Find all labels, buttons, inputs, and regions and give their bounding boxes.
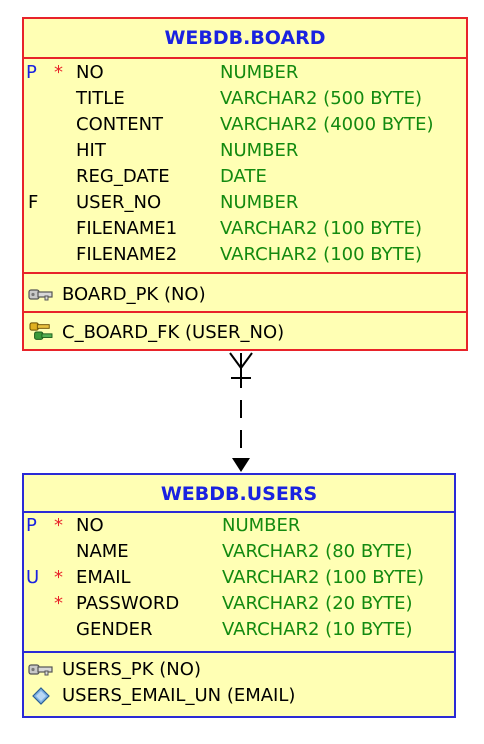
foreign-key-label: C_BOARD_FK (USER_NO) — [62, 322, 285, 343]
column-name: NO — [76, 62, 104, 83]
primary-key-flag: P — [26, 515, 37, 536]
column-type: VARCHAR2 (10 BYTE) — [222, 619, 413, 640]
primary-key-icon — [28, 289, 53, 301]
column-type: VARCHAR2 (100 BYTE) — [220, 218, 423, 239]
column-type: VARCHAR2 (4000 BYTE) — [220, 114, 434, 135]
required-marker: * — [54, 567, 63, 588]
foreign-key-icon — [29, 322, 53, 340]
unique-key-flag: U — [26, 567, 40, 588]
divider — [24, 311, 466, 313]
divider — [24, 272, 466, 274]
key-label: USERS_PK (NO) — [62, 659, 201, 680]
table-users[interactable]: WEBDB.USERS P * NO NUMBER NAME VARCHAR2 … — [22, 473, 456, 718]
column-type: NUMBER — [220, 192, 299, 213]
foreign-key-flag: F — [28, 192, 39, 213]
column-name: CONTENT — [76, 114, 164, 135]
column-name: NO — [76, 515, 104, 536]
divider — [24, 57, 466, 59]
column-type: VARCHAR2 (100 BYTE) — [220, 244, 423, 265]
key-label: USERS_EMAIL_UN (EMAIL) — [62, 685, 296, 706]
column-type: NUMBER — [220, 140, 299, 161]
divider — [24, 651, 454, 653]
primary-key-flag: P — [26, 62, 37, 83]
column-name: HIT — [76, 140, 106, 161]
column-type: VARCHAR2 (500 BYTE) — [220, 88, 423, 109]
required-marker: * — [54, 62, 63, 83]
column-type: NUMBER — [222, 515, 301, 536]
column-name: REG_DATE — [76, 166, 170, 187]
column-type: NUMBER — [220, 62, 299, 83]
required-marker: * — [54, 593, 63, 614]
primary-key-icon — [28, 664, 53, 676]
column-type: VARCHAR2 (80 BYTE) — [222, 541, 413, 562]
key-label: BOARD_PK (NO) — [62, 284, 206, 305]
column-type: VARCHAR2 (100 BYTE) — [222, 567, 425, 588]
column-name: NAME — [76, 541, 129, 562]
column-type: DATE — [220, 166, 267, 187]
column-name: EMAIL — [76, 567, 131, 588]
required-marker: * — [54, 515, 63, 536]
table-title: WEBDB.USERS — [160, 483, 318, 505]
divider — [24, 511, 454, 513]
column-type: VARCHAR2 (20 BYTE) — [222, 593, 413, 614]
column-name: USER_NO — [76, 192, 162, 213]
table-board[interactable]: WEBDB.BOARD P * NO NUMBER TITLE VARCHAR2… — [22, 17, 468, 351]
column-name: FILENAME2 — [76, 244, 178, 265]
column-name: PASSWORD — [76, 593, 180, 614]
column-name: FILENAME1 — [76, 218, 178, 239]
unique-key-icon — [32, 687, 50, 705]
column-name: TITLE — [76, 88, 125, 109]
table-title: WEBDB.BOARD — [164, 27, 326, 49]
column-name: GENDER — [76, 619, 153, 640]
